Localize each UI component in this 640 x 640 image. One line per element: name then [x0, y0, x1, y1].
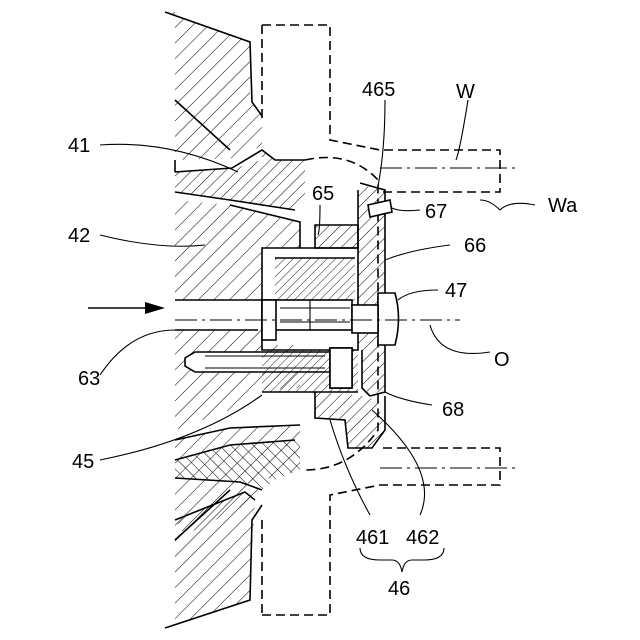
- upper-housing: [165, 12, 262, 160]
- label-65: 65: [312, 183, 334, 205]
- label-46: 46: [388, 578, 410, 600]
- label-462: 462: [406, 527, 439, 549]
- label-41: 41: [68, 135, 90, 157]
- label-465: 465: [362, 79, 395, 101]
- label-47: 47: [445, 280, 467, 302]
- label-67: 67: [425, 201, 447, 223]
- label-wa: Wa: [548, 195, 578, 217]
- label-w: W: [456, 81, 475, 103]
- label-42: 42: [68, 225, 90, 247]
- part-461-462-flange: [315, 392, 385, 448]
- input-arrow: [88, 302, 165, 314]
- label-66: 66: [464, 235, 486, 257]
- label-68: 68: [442, 399, 464, 421]
- brace-46: [360, 548, 444, 572]
- label-63: 63: [78, 368, 100, 390]
- label-45: 45: [72, 451, 94, 473]
- part-68-ring: [262, 348, 358, 392]
- label-o: O: [494, 349, 510, 371]
- label-461: 461: [356, 527, 389, 549]
